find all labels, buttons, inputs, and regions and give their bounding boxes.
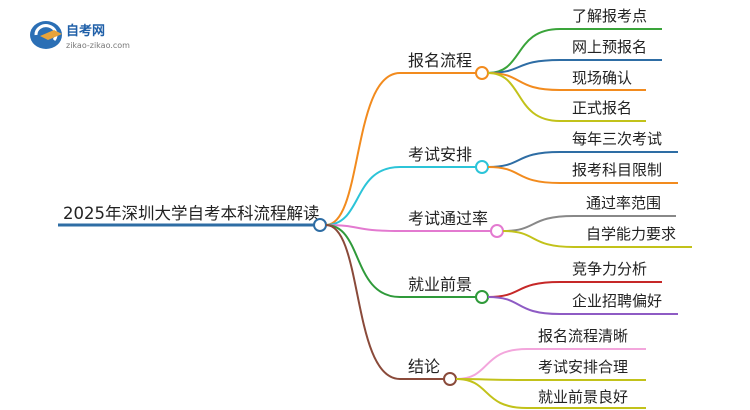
- leaf-label: 每年三次考试: [572, 130, 662, 148]
- leaf-node[interactable]: 现场确认: [560, 69, 646, 91]
- leaf-label: 考试安排合理: [538, 358, 628, 376]
- root-collapse-toggle[interactable]: [313, 218, 327, 232]
- branch-label: 考试安排: [408, 145, 472, 164]
- leaf-connector: [487, 166, 561, 184]
- connector-branch-3: [325, 224, 401, 232]
- branch-label: 结论: [408, 357, 440, 376]
- leaf-label: 自学能力要求: [586, 225, 676, 243]
- logo-url: zikao-zikao.com: [66, 41, 130, 50]
- leaf-label: 网上预报名: [572, 38, 647, 56]
- logo-name: 自考网: [66, 23, 105, 39]
- branch-connectors: [325, 72, 401, 380]
- root-node[interactable]: 2025年深圳大学自考本科流程解读: [58, 204, 327, 232]
- leaf-node[interactable]: 就业前景良好: [527, 388, 646, 409]
- leaf-connector: [487, 281, 561, 298]
- leaf-connector: [455, 348, 528, 380]
- leaf-connector: [502, 230, 575, 248]
- branch-label: 考试通过率: [408, 209, 488, 228]
- leaf-label: 就业前景良好: [538, 388, 628, 406]
- branch-node-4[interactable]: 就业前景 竞争力分析 企业招聘偏好: [400, 260, 678, 315]
- leaf-label: 了解报考点: [572, 7, 647, 25]
- branch-collapse-toggle[interactable]: [475, 290, 489, 304]
- leaf-connector: [455, 378, 528, 409]
- leaf-node[interactable]: 自学能力要求: [574, 225, 692, 248]
- leaf-node[interactable]: 了解报考点: [560, 7, 662, 30]
- leaf-label: 报名流程清晰: [538, 327, 628, 345]
- branch-collapse-toggle[interactable]: [490, 224, 504, 238]
- graduation-cap-icon: [40, 30, 62, 40]
- leaf-label: 企业招聘偏好: [572, 292, 662, 310]
- branch-collapse-toggle[interactable]: [475, 160, 489, 174]
- connector-branch-5: [325, 224, 401, 380]
- branch-label: 就业前景: [408, 275, 472, 294]
- leaf-label: 报考科目限制: [572, 161, 662, 179]
- leaf-node[interactable]: 通过率范围: [574, 194, 676, 217]
- leaf-label: 现场确认: [572, 69, 632, 87]
- branch-node-3[interactable]: 考试通过率 通过率范围 自学能力要求: [400, 194, 692, 248]
- root-label: 2025年深圳大学自考本科流程解读: [63, 204, 320, 223]
- leaf-node[interactable]: 每年三次考试: [560, 130, 678, 153]
- site-logo[interactable]: 自考网 zikao-zikao.com: [30, 21, 130, 50]
- branch-node-1[interactable]: 报名流程 了解报考点 网上预报名 现场确认 正式报名: [400, 7, 662, 122]
- branch-collapse-toggle[interactable]: [475, 66, 489, 80]
- leaf-connector: [502, 215, 575, 232]
- leaf-node[interactable]: 考试安排合理: [527, 358, 646, 381]
- leaf-connector: [487, 151, 561, 168]
- leaf-node[interactable]: 报考科目限制: [560, 161, 678, 184]
- connector-branch-1: [325, 72, 401, 226]
- branch-label: 报名流程: [408, 51, 472, 70]
- leaf-node[interactable]: 报名流程清晰: [527, 327, 646, 350]
- leaf-connector: [487, 28, 561, 74]
- branch-node-2[interactable]: 考试安排 每年三次考试 报考科目限制: [400, 130, 678, 184]
- connector-branch-2: [325, 166, 401, 226]
- branch-node-5[interactable]: 结论 报名流程清晰 考试安排合理 就业前景良好: [400, 327, 646, 409]
- leaf-label: 竞争力分析: [572, 260, 647, 278]
- branch-collapse-toggle[interactable]: [443, 372, 457, 386]
- leaf-label: 通过率范围: [586, 194, 661, 212]
- leaf-node[interactable]: 企业招聘偏好: [560, 292, 678, 315]
- leaf-node[interactable]: 正式报名: [560, 99, 646, 122]
- leaf-connector: [487, 296, 561, 315]
- leaf-node[interactable]: 网上预报名: [560, 38, 662, 61]
- leaf-connector: [487, 72, 561, 122]
- connector-branch-4: [325, 224, 401, 298]
- leaf-node[interactable]: 竞争力分析: [560, 260, 662, 283]
- leaf-label: 正式报名: [572, 99, 632, 117]
